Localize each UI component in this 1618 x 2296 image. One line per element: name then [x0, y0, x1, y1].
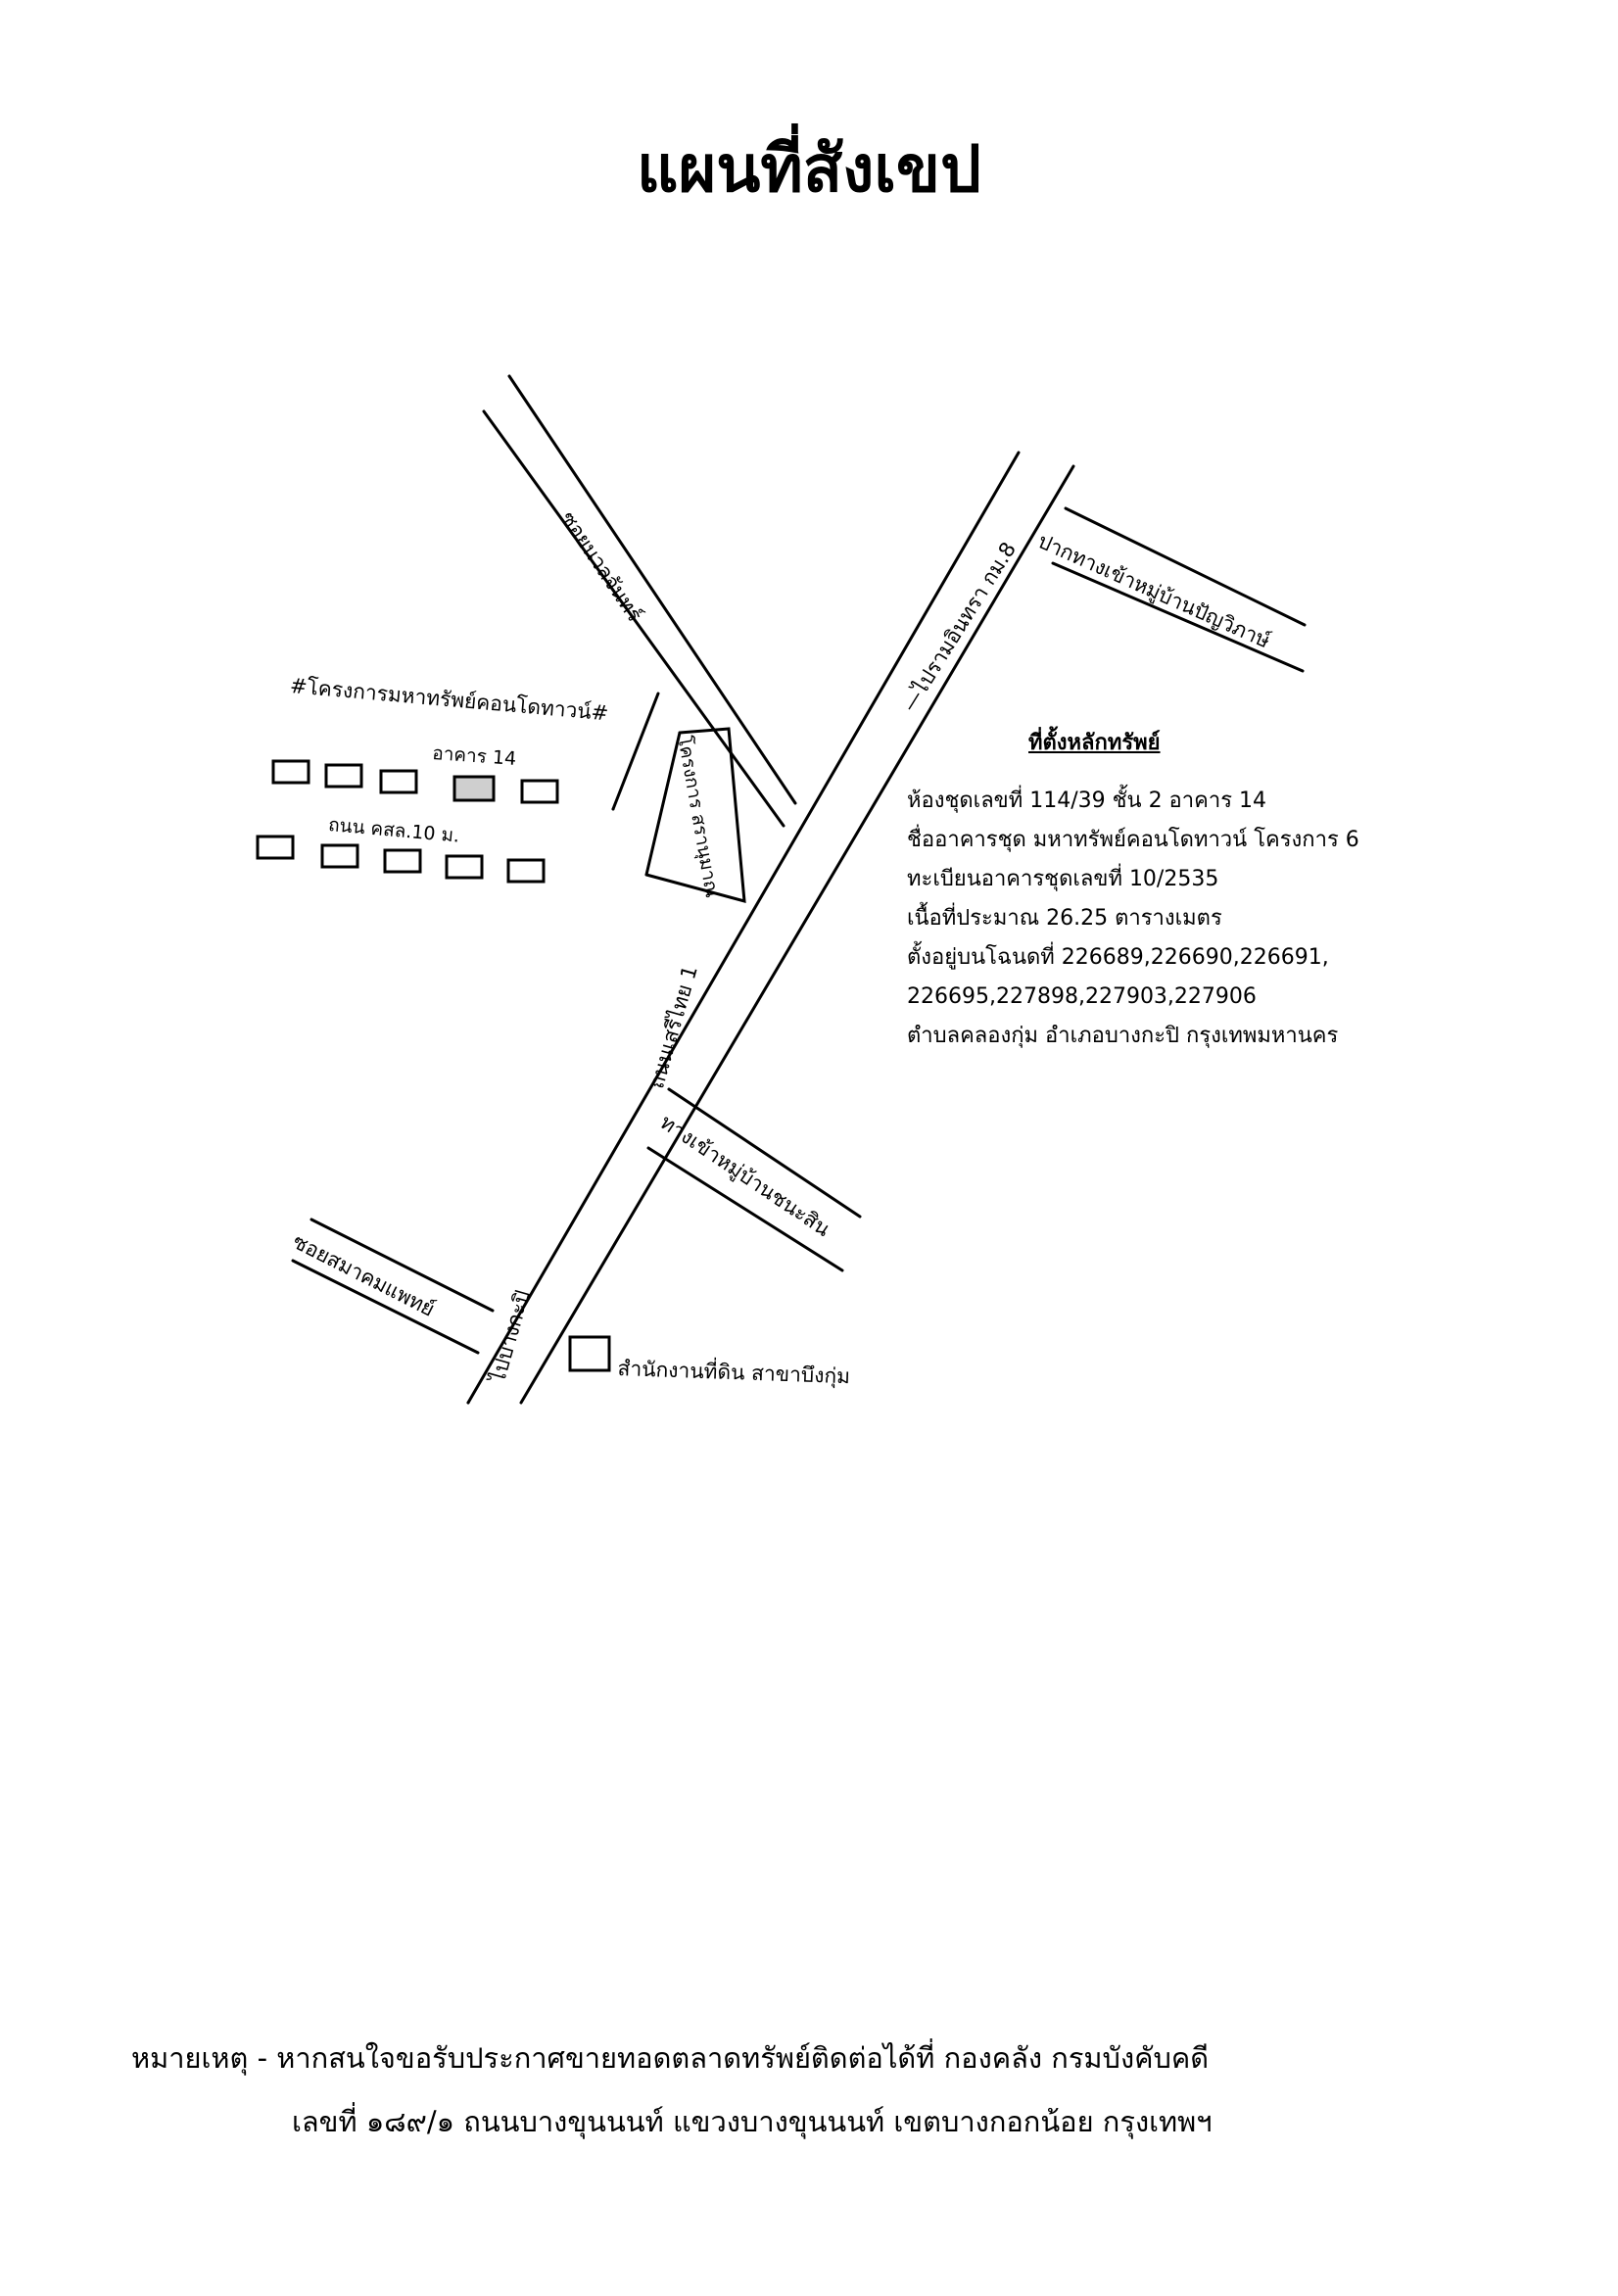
property-line: ชื่ออาคารชุด มหาทรัพย์คอนโดทาวน์ โครงการ… — [907, 828, 1359, 852]
property-line: ตั้งอยู่บนโฉนดที่ 226689,226690,226691, — [907, 945, 1329, 970]
soi-nuanchan-edge-2 — [507, 374, 797, 805]
samakhom-road-edge-1 — [309, 1218, 495, 1313]
building-block — [271, 759, 310, 785]
condo-road-edge-2 — [644, 731, 682, 877]
property-info: ห้องชุดเลขที่ 114/39 ชั้น 2 อาคาร 14 ชื่… — [907, 782, 1359, 1056]
land-office-block — [568, 1335, 611, 1372]
main-road-left-edge — [466, 451, 1021, 1405]
property-line: ตำบลคลองกุ่ม อำเภอบางกะปิ กรุงเทพมหานคร — [907, 1024, 1339, 1048]
main-road-right-edge — [519, 464, 1075, 1405]
page-title: แผนที่สังเขป — [637, 130, 981, 207]
chonrasit-road-edge-2 — [646, 1146, 844, 1272]
building-block — [520, 779, 559, 804]
building-block — [506, 858, 546, 884]
property-heading: ที่ตั้งหลักทรัพย์ — [1028, 731, 1161, 755]
condo-road-edge-1 — [611, 692, 660, 811]
property-line: 226695,227898,227903,227906 — [907, 984, 1257, 1009]
property-line: เนื้อที่ประมาณ 26.25 ตารางเมตร — [907, 906, 1222, 931]
note-line-1: หมายเหตุ - หากสนใจขอรับประกาศขายทอดตลาดท… — [131, 2041, 1210, 2075]
property-line: ทะเบียนอาคารชุดเลขที่ 10/2535 — [907, 867, 1219, 891]
chonrasit-road-edge-1 — [667, 1087, 862, 1219]
pakthang-road-edge-1 — [1051, 561, 1305, 673]
pakthang-road-edge-2 — [1064, 506, 1307, 627]
building-block-target — [452, 775, 496, 802]
condo-road-box — [644, 727, 746, 904]
building-block — [383, 848, 422, 874]
building-block — [324, 763, 363, 789]
soi-nuanchan-edge-1 — [482, 409, 785, 828]
note-line-2: เลขที่ ๑๘๙/๑ ถนนบางขุนนนท์ แขวงบางขุนนนท… — [292, 2105, 1213, 2138]
building-block — [320, 843, 359, 869]
building-block — [379, 769, 418, 794]
building-block — [445, 854, 484, 880]
property-line: ห้องชุดเลขที่ 114/39 ชั้น 2 อาคาร 14 — [907, 789, 1266, 813]
samakhom-road-edge-2 — [291, 1259, 480, 1355]
building-block — [256, 835, 295, 860]
